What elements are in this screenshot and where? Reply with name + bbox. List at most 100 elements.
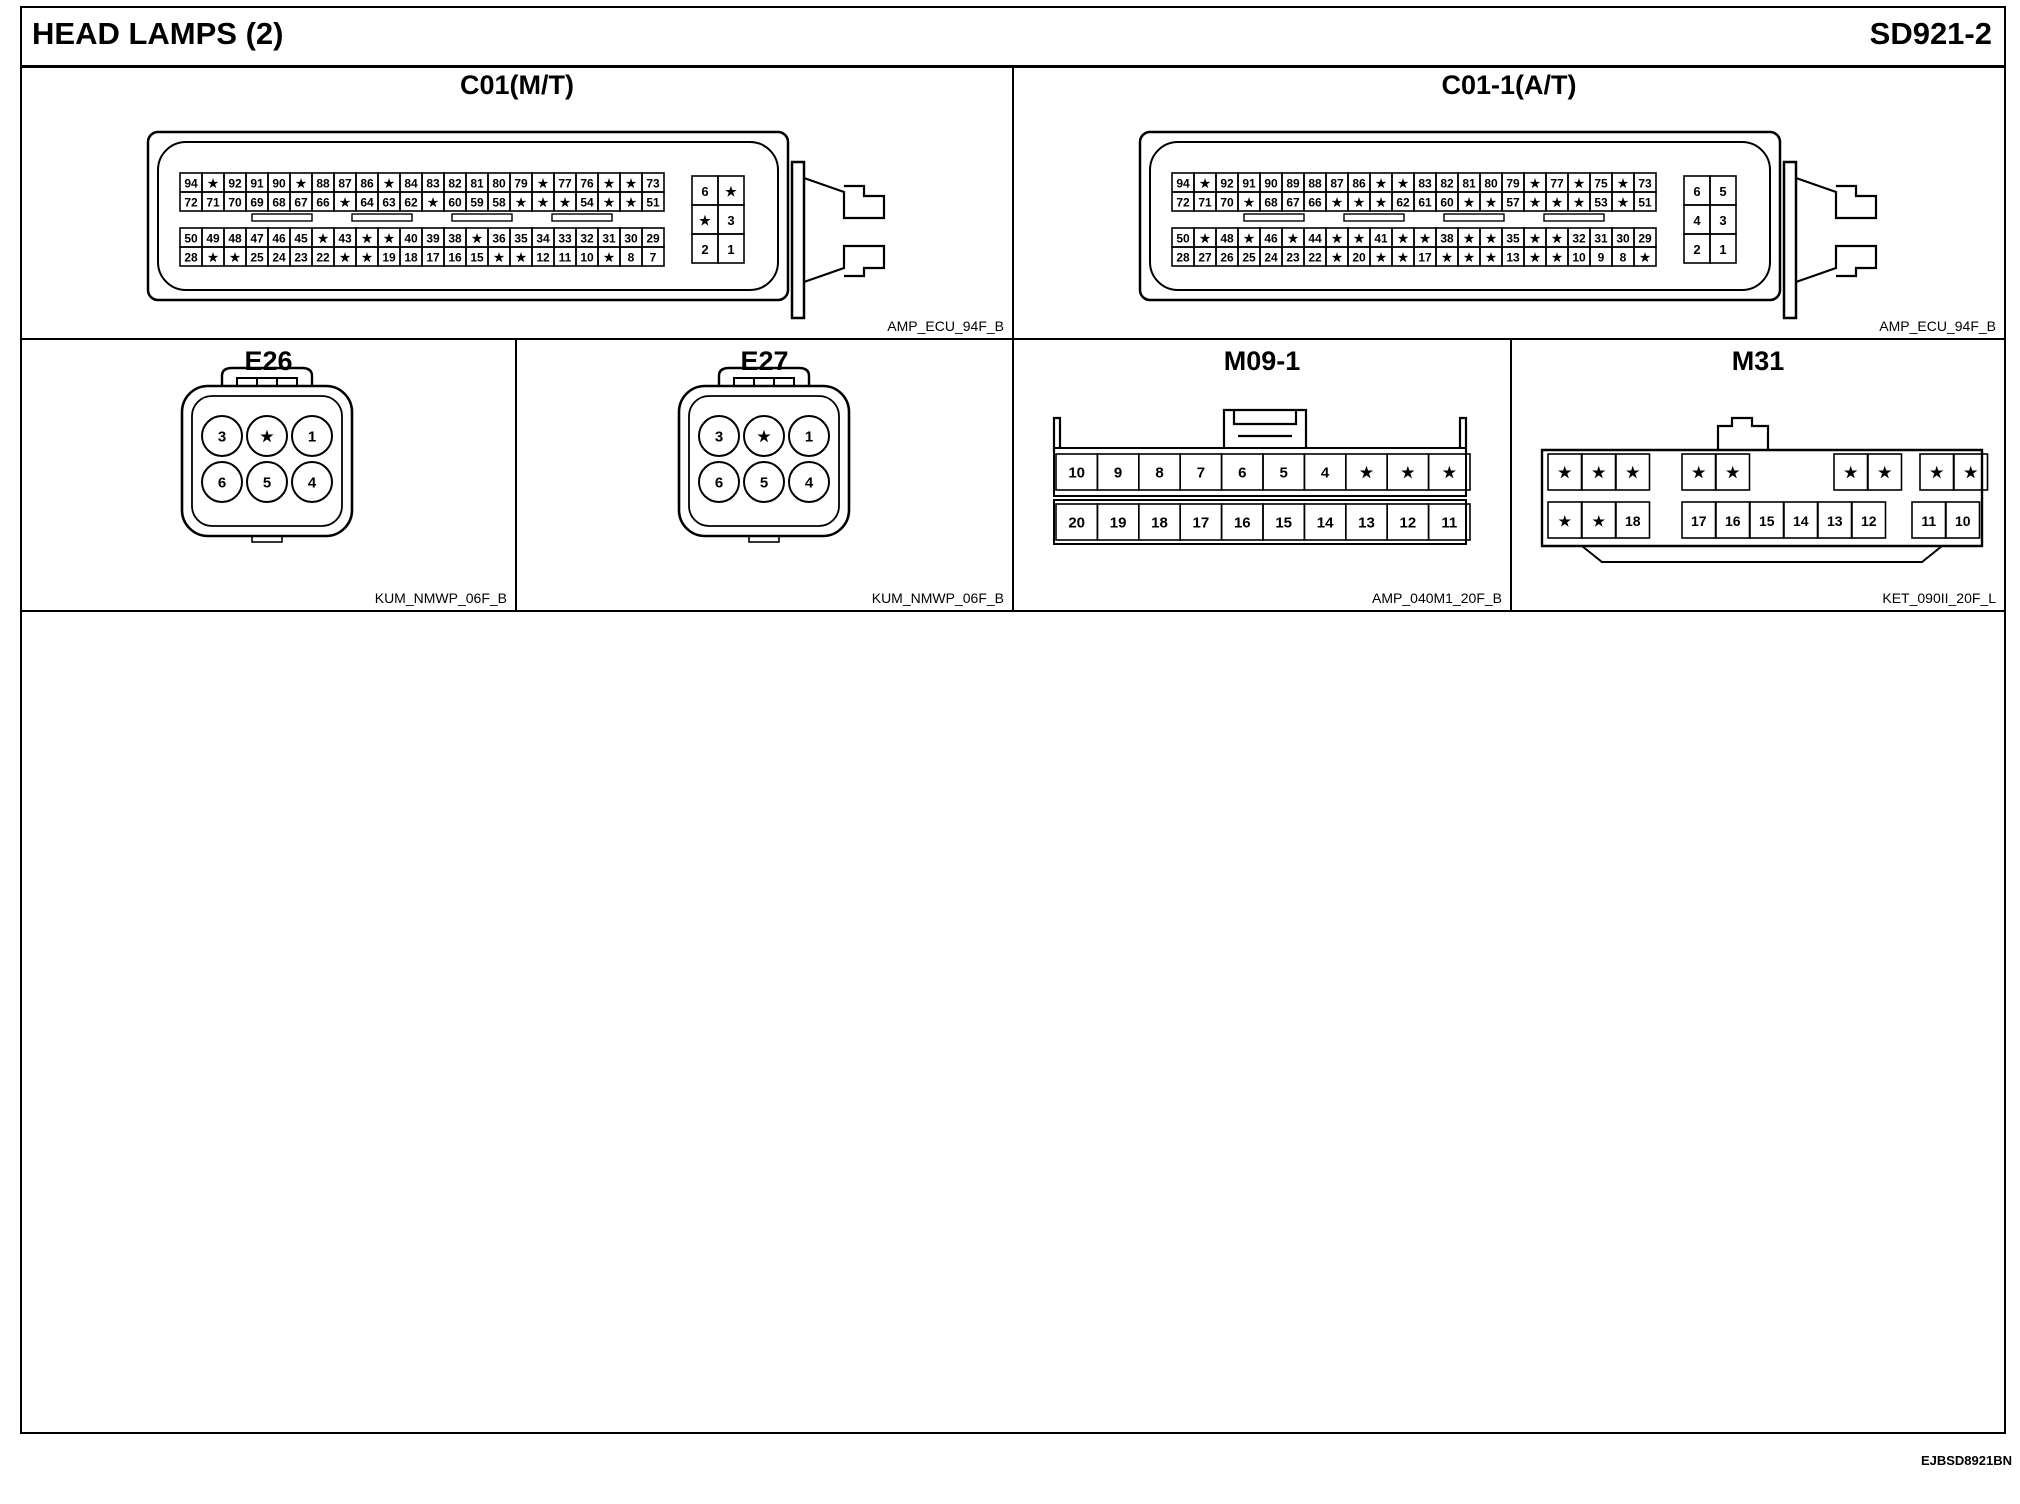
pin-label: ★ (1442, 251, 1453, 265)
pin-label: ★ (1376, 196, 1387, 210)
pin-label: 30 (1616, 232, 1630, 246)
pin-label: 84 (404, 177, 418, 191)
pin-label: 22 (316, 251, 330, 265)
pin-label: 82 (448, 177, 462, 191)
pin-label: 9 (1598, 251, 1605, 265)
pin-label: 24 (1264, 251, 1278, 265)
pin-label: 91 (250, 177, 264, 191)
pin-label: ★ (1398, 232, 1409, 246)
pin-label: 83 (1418, 177, 1432, 191)
pin-label: 35 (514, 232, 528, 246)
pin-label: ★ (538, 177, 549, 191)
pin-label: 54 (580, 196, 594, 210)
pin-label: 59 (470, 196, 484, 210)
pin-label: 4 (805, 475, 814, 492)
pin-label: ★ (1552, 251, 1563, 265)
pin-label: 19 (382, 251, 396, 265)
connector-body (1540, 448, 1984, 548)
pin-label: 91 (1242, 177, 1256, 191)
footer-code: EJBSD8921BN (1920, 1453, 2012, 1468)
pin-label: ★ (1640, 251, 1651, 265)
pin-label: ★ (472, 232, 483, 246)
pin-cavity (743, 461, 785, 503)
pin-label: 80 (492, 177, 506, 191)
key-slot (748, 535, 780, 543)
pin-label: ★ (384, 177, 395, 191)
pin-label: 4 (1321, 465, 1330, 482)
pin-label: ★ (1398, 177, 1409, 191)
pin-label: 64 (360, 196, 374, 210)
pin-label: 81 (1462, 177, 1476, 191)
pin-cell (1709, 233, 1737, 264)
pin-label: ★ (1930, 465, 1944, 482)
pin-label: 1 (1719, 242, 1726, 257)
pin-label: 57 (1506, 196, 1520, 210)
pin-label: 51 (646, 196, 660, 210)
pin-cavity (698, 461, 740, 503)
pin-label: 16 (448, 251, 462, 265)
pin-label: 17 (1193, 515, 1210, 532)
pin-label: 10 (1068, 465, 1085, 482)
pin-label: 79 (514, 177, 528, 191)
pin-label: ★ (1401, 465, 1415, 482)
key-slot (451, 213, 513, 222)
pin-label: 20 (1352, 251, 1366, 265)
pin-label: ★ (626, 196, 637, 210)
pin-label: 45 (294, 232, 308, 246)
title-bar: HEAD LAMPS (2) SD921-2 (22, 8, 2004, 68)
key-slot (1543, 213, 1605, 222)
pin-label: ★ (1332, 196, 1343, 210)
pin-label: ★ (1530, 251, 1541, 265)
connector-title: M31 (1731, 346, 1785, 376)
pin-label: 36 (492, 232, 506, 246)
pin-label: 15 (470, 251, 484, 265)
connector-body (1053, 499, 1467, 545)
pin-label: ★ (1244, 232, 1255, 246)
pin-label: 12 (536, 251, 550, 265)
pin-label: ★ (494, 251, 505, 265)
pin-cell (1867, 453, 1903, 491)
pin-label: 92 (228, 177, 242, 191)
latch-tab (1222, 408, 1308, 448)
pin-label: ★ (604, 196, 615, 210)
pin-label: 7 (650, 251, 657, 265)
pin-label: 72 (184, 196, 198, 210)
latch-tab (717, 366, 811, 386)
pin-label: 30 (624, 232, 638, 246)
pin-cell (1715, 453, 1751, 491)
pin-label: 17 (1418, 251, 1432, 265)
pin-label: 10 (1572, 251, 1586, 265)
pin-label: ★ (604, 177, 615, 191)
pin-label: ★ (1964, 465, 1978, 482)
pin-label: 26 (1220, 251, 1234, 265)
pin-label: ★ (1574, 177, 1585, 191)
latch-flange (790, 160, 806, 320)
pin-label: ★ (1200, 232, 1211, 246)
pin-label: 53 (1594, 196, 1608, 210)
pin-label: 14 (1793, 513, 1809, 529)
pin-label: ★ (384, 232, 395, 246)
pin-label: 31 (1594, 232, 1608, 246)
key-slot (551, 213, 613, 222)
pin-label: 67 (1286, 196, 1300, 210)
pin-label: 77 (558, 177, 572, 191)
pin-label: 3 (715, 429, 723, 446)
pin-cavity (246, 461, 288, 503)
pin-label: ★ (1618, 196, 1629, 210)
pin-label: 50 (1176, 232, 1190, 246)
pin-label: ★ (725, 184, 737, 199)
connector-shroud (1149, 141, 1771, 291)
pin-cell (1953, 453, 1989, 491)
key-slot (1343, 213, 1405, 222)
pin-label: ★ (340, 196, 351, 210)
pin-label: 86 (1352, 177, 1366, 191)
pin-label: 32 (1572, 232, 1586, 246)
pin-cavity (698, 415, 740, 457)
connector-body (146, 130, 790, 302)
connector-shroud (191, 395, 343, 527)
pin-label: 3 (727, 213, 734, 228)
